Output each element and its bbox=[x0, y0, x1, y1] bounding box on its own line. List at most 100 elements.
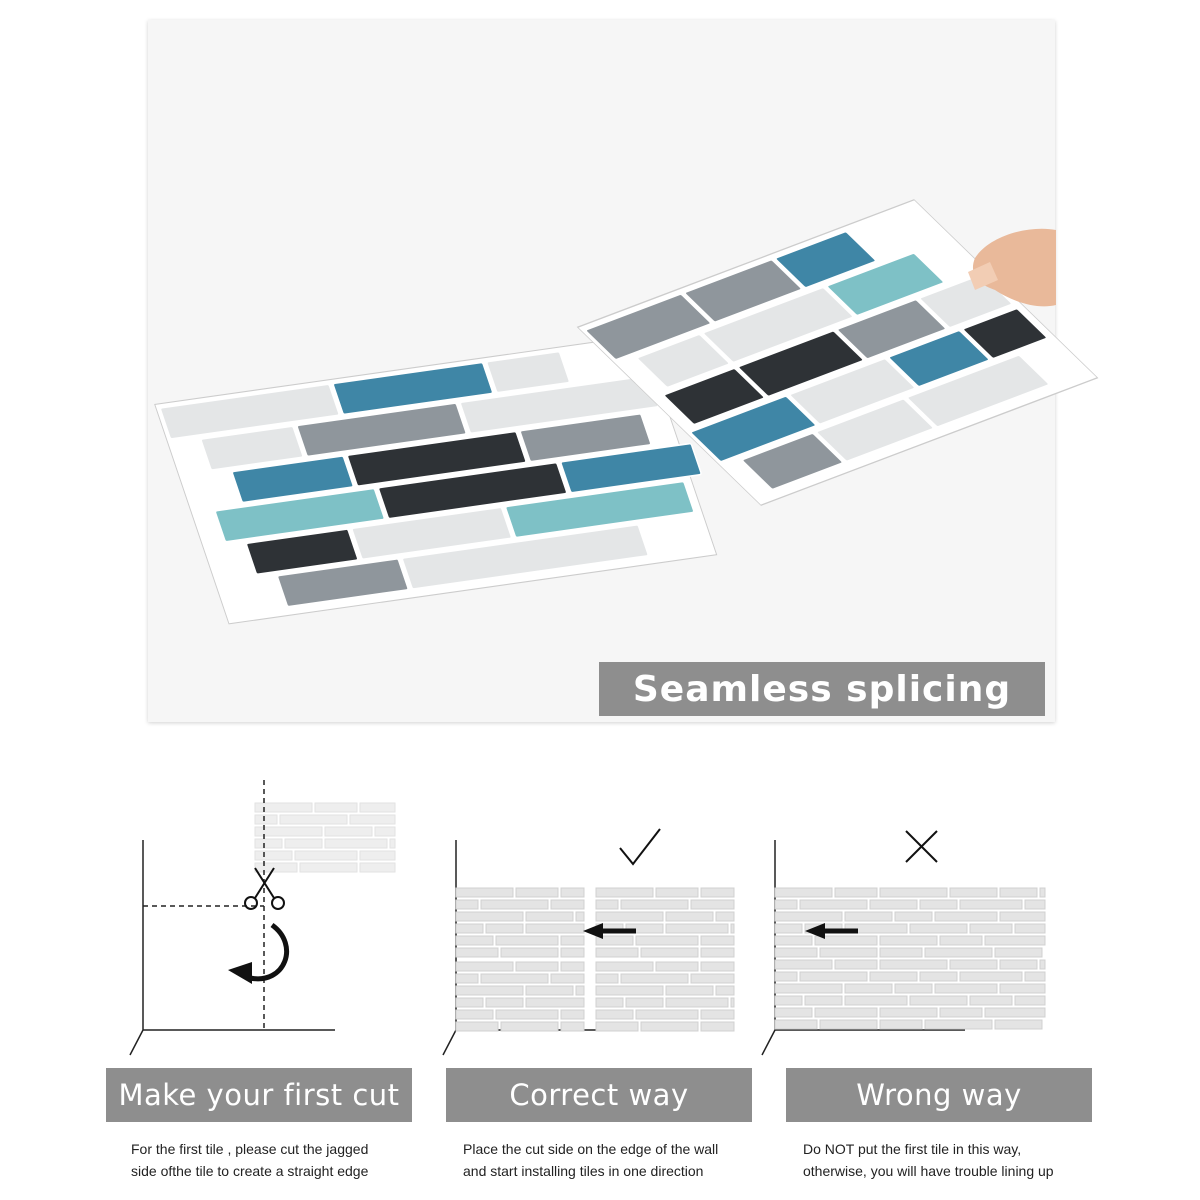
brick bbox=[655, 887, 699, 898]
brick bbox=[455, 973, 479, 984]
brick bbox=[774, 959, 833, 970]
brick bbox=[700, 1021, 735, 1032]
brick bbox=[495, 1009, 559, 1020]
brick bbox=[804, 923, 843, 934]
brick bbox=[774, 899, 798, 910]
tile bbox=[346, 430, 527, 487]
brick bbox=[635, 935, 699, 946]
brick bbox=[814, 1007, 878, 1018]
tile bbox=[486, 350, 571, 394]
tile bbox=[214, 487, 385, 543]
tile bbox=[836, 298, 947, 360]
brick bbox=[500, 947, 559, 958]
brick bbox=[525, 985, 574, 996]
brick bbox=[254, 814, 278, 825]
brick bbox=[939, 935, 983, 946]
step-make-first-cut-title: Make your first cut bbox=[106, 1068, 412, 1122]
brick bbox=[595, 973, 619, 984]
brick bbox=[844, 983, 893, 994]
brick bbox=[560, 1009, 585, 1020]
brick bbox=[455, 961, 514, 972]
brick bbox=[640, 947, 699, 958]
brick bbox=[1024, 899, 1046, 910]
brick bbox=[254, 826, 323, 837]
brick bbox=[730, 997, 735, 1008]
tile bbox=[245, 528, 359, 575]
brick bbox=[359, 802, 396, 813]
brick bbox=[665, 911, 714, 922]
brick bbox=[774, 995, 803, 1006]
scissors-icon bbox=[244, 867, 285, 910]
step-wrong-way-title: Wrong way bbox=[786, 1068, 1092, 1122]
tile bbox=[276, 558, 409, 608]
brick bbox=[254, 802, 313, 813]
brick bbox=[595, 985, 664, 996]
brick bbox=[480, 899, 549, 910]
brick bbox=[894, 911, 933, 922]
brick bbox=[924, 1019, 993, 1030]
brick bbox=[595, 997, 624, 1008]
brick bbox=[879, 887, 948, 898]
brick bbox=[939, 1007, 983, 1018]
brick bbox=[525, 923, 585, 934]
brick bbox=[455, 935, 494, 946]
brick bbox=[299, 862, 358, 873]
brick bbox=[879, 959, 948, 970]
tile bbox=[826, 252, 945, 317]
tile bbox=[888, 329, 990, 388]
tile bbox=[505, 480, 695, 539]
brick bbox=[655, 961, 699, 972]
brick bbox=[984, 1007, 1046, 1018]
brick bbox=[254, 838, 283, 849]
brick bbox=[314, 802, 358, 813]
tile bbox=[690, 395, 817, 463]
tile bbox=[585, 293, 712, 361]
brick bbox=[949, 887, 998, 898]
brick bbox=[934, 983, 998, 994]
brick bbox=[485, 997, 524, 1008]
brick bbox=[254, 850, 293, 861]
brick bbox=[700, 947, 735, 958]
brick bbox=[495, 935, 559, 946]
brick bbox=[640, 1021, 699, 1032]
tile bbox=[741, 432, 844, 491]
brick bbox=[879, 1007, 938, 1018]
brick bbox=[799, 899, 868, 910]
brick bbox=[595, 1009, 634, 1020]
brick bbox=[560, 947, 585, 958]
brick bbox=[595, 911, 664, 922]
tile bbox=[636, 333, 731, 389]
tile bbox=[377, 461, 568, 520]
brick bbox=[455, 997, 484, 1008]
brick bbox=[620, 899, 689, 910]
brick bbox=[294, 850, 358, 861]
brick bbox=[994, 1019, 1043, 1030]
brick bbox=[774, 887, 833, 898]
brick bbox=[485, 923, 524, 934]
brick bbox=[999, 959, 1038, 970]
brick bbox=[595, 961, 654, 972]
left-arrow-icon bbox=[583, 923, 636, 939]
x-icon bbox=[905, 830, 938, 863]
brick bbox=[690, 973, 735, 984]
brick bbox=[665, 923, 729, 934]
brick bbox=[774, 911, 843, 922]
brick bbox=[560, 1021, 585, 1032]
tile bbox=[296, 402, 467, 458]
step-2-caption: Place the cut side on the edge of the wa… bbox=[463, 1141, 719, 1179]
brick bbox=[999, 911, 1046, 922]
brick bbox=[924, 947, 993, 958]
brick bbox=[455, 947, 499, 958]
brick bbox=[804, 995, 843, 1006]
hand-icon bbox=[968, 228, 1056, 307]
brick bbox=[389, 838, 396, 849]
brick bbox=[774, 923, 803, 934]
brick bbox=[595, 947, 639, 958]
brick bbox=[1039, 959, 1046, 970]
tile bbox=[231, 455, 354, 504]
brick bbox=[774, 935, 813, 946]
tile bbox=[906, 354, 1050, 428]
brick bbox=[279, 814, 348, 825]
brick bbox=[480, 973, 549, 984]
brick bbox=[515, 961, 559, 972]
